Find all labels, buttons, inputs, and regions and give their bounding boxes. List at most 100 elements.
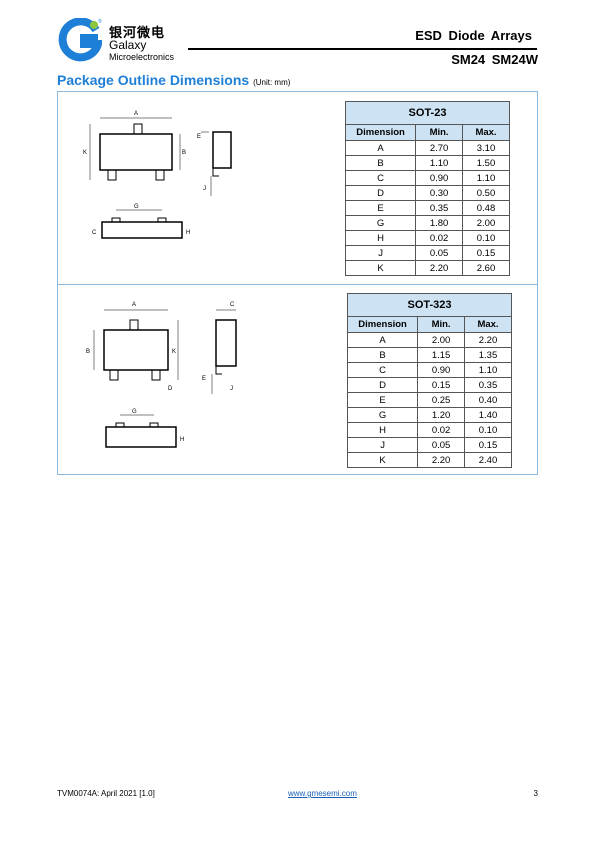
min-cell: 1.15 [417,347,466,363]
min-cell: 0.05 [417,437,466,453]
min-cell: 1.80 [415,215,464,231]
min-cell: 2.70 [415,140,464,156]
max-cell: 2.40 [464,452,512,468]
header-rule [188,48,537,50]
sot323-side-drawing: C E J [202,302,237,394]
sot23-table-title: SOT-23 [345,101,510,124]
sot323-label-k: K [172,349,176,355]
min-cell: 0.05 [415,245,464,261]
column-header: Dimension [346,316,419,333]
logo-english-name: Galaxy [109,38,147,52]
max-cell: 0.48 [462,200,510,216]
sot323-front-drawing: G H [105,409,184,448]
dimension-cell: C [346,362,419,378]
max-cell: 2.60 [462,260,510,276]
dimension-cell: J [344,245,417,261]
logo-chinese-name: 银河微电 [109,25,166,40]
min-cell: 0.02 [417,422,466,438]
sot23-label-c: C [92,230,97,236]
dimension-cell: C [344,170,417,186]
max-cell: 1.40 [464,407,512,423]
min-cell: 2.20 [415,260,464,276]
sot323-label-h: H [180,437,184,443]
min-cell: 1.20 [417,407,466,423]
max-cell: 0.15 [462,245,510,261]
dimension-cell: E [346,392,419,408]
dimension-cell: A [344,140,417,156]
max-cell: 0.10 [462,230,510,246]
svg-text:®: ® [98,18,102,25]
min-cell: 2.20 [417,452,466,468]
sot23-label-e: E [197,134,201,140]
dimension-cell: D [346,377,419,393]
max-cell: 1.10 [462,170,510,186]
sot323-label-g: G [132,409,137,415]
dimension-cell: G [344,215,417,231]
dimension-cell: D [344,185,417,201]
sot23-label-h: H [186,230,190,236]
sot323-label-b: B [86,349,90,355]
logo-subtitle: Microelectronics [109,52,175,62]
max-cell: 0.50 [462,185,510,201]
column-header: Dimension [344,124,417,141]
document-code: TVM0074A: April 2021 [1.0] [57,789,155,798]
dimension-cell: B [346,347,419,363]
min-cell: 0.30 [415,185,464,201]
sot23-side-drawing: E J [197,131,232,196]
sot323-outline-drawing: A B K D [86,302,179,390]
column-header: Max. [464,316,512,333]
max-cell: 0.35 [464,377,512,393]
company-logo-icon: ® [58,18,102,62]
section-title: Package Outline Dimensions (Unit: mm) [57,72,290,88]
dimension-cell: K [344,260,417,276]
max-cell: 0.15 [464,437,512,453]
sot323-label-j: J [230,386,233,392]
max-cell: 2.00 [462,215,510,231]
sot23-label-a: A [134,111,138,117]
min-cell: 0.02 [415,230,464,246]
page-number: 3 [533,789,538,798]
sot323-label-e: E [202,376,206,382]
website-link[interactable]: www.gmesemi.com [288,789,357,798]
document-title: ESD Diode Arrays [415,28,532,43]
min-cell: 0.35 [415,200,464,216]
package-outline-frame [57,91,538,475]
sot323-label-d: D [168,386,173,390]
max-cell: 3.10 [462,140,510,156]
dimension-cell: H [344,230,417,246]
min-cell: 0.90 [417,362,466,378]
sot23-outline-drawing: A B K D [83,111,186,181]
sot323-table-title: SOT-323 [347,293,512,316]
max-cell: 0.10 [464,422,512,438]
column-header: Min. [417,316,466,333]
min-cell: 2.00 [417,332,466,348]
max-cell: 1.50 [462,155,510,171]
max-cell: 1.35 [464,347,512,363]
sot323-label-c: C [230,302,235,308]
max-cell: 0.40 [464,392,512,408]
min-cell: 0.90 [415,170,464,186]
sot23-label-j: J [203,186,206,192]
section-unit: (Unit: mm) [253,78,291,87]
sot23-front-drawing: G C H [92,204,190,239]
min-cell: 0.25 [417,392,466,408]
section-title-text: Package Outline Dimensions [57,72,250,88]
max-cell: 1.10 [464,362,512,378]
